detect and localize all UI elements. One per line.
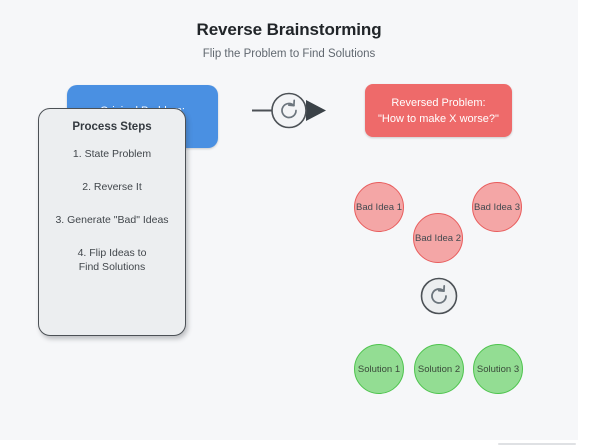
- page-title: Reverse Brainstorming: [196, 20, 382, 39]
- arrow-head-icon: [306, 100, 326, 121]
- process-step-1: 1. State Problem: [72, 148, 152, 160]
- horizontal-scrollbar[interactable]: [498, 443, 576, 445]
- process-step-3: 3. Generate "Bad" Ideas: [55, 214, 169, 226]
- bad-idea-node-3[interactable]: Bad Idea 3: [472, 182, 522, 232]
- rotate-ccw-icon-bg[interactable]: [271, 92, 307, 129]
- process-steps-title: Process Steps: [72, 121, 152, 133]
- rotate-ccw-icon: [431, 284, 447, 304]
- bad-idea-node-2[interactable]: Bad Idea 2: [413, 213, 463, 263]
- page-subtitle: Flip the Problem to Find Solutions: [202, 48, 376, 60]
- diagram-canvas[interactable]: Reverse Brainstorming Flip the Problem t…: [0, 0, 578, 440]
- flip-icon-svg: [420, 277, 458, 315]
- reversed-problem-node[interactable]: Reversed Problem: "How to make X worse?": [365, 84, 512, 137]
- transform-arrow-svg: [252, 92, 326, 129]
- solution-node-1[interactable]: Solution 1: [354, 344, 404, 394]
- reversed-problem-value: "How to make X worse?": [378, 112, 499, 125]
- process-step-2: 2. Reverse It: [82, 181, 142, 193]
- solution-node-3[interactable]: Solution 3: [473, 344, 523, 394]
- transform-arrow: [250, 88, 330, 133]
- flip-icon-bg: [420, 277, 458, 315]
- rotate-ccw-icon: [281, 99, 297, 119]
- process-step-4: 4. Flip Ideas to Find Solutions: [49, 246, 175, 274]
- flip-ideas-button[interactable]: [420, 277, 458, 315]
- process-step-4-line-1: 4. Flip Ideas to: [77, 247, 147, 259]
- bad-idea-node-1[interactable]: Bad Idea 1: [354, 182, 404, 232]
- process-step-4-line-2: Find Solutions: [78, 261, 146, 273]
- process-steps-panel[interactable]: Process Steps 1. State Problem 2. Revers…: [38, 108, 186, 336]
- reversed-problem-label: Reversed Problem:: [391, 96, 486, 109]
- solution-node-2[interactable]: Solution 2: [414, 344, 464, 394]
